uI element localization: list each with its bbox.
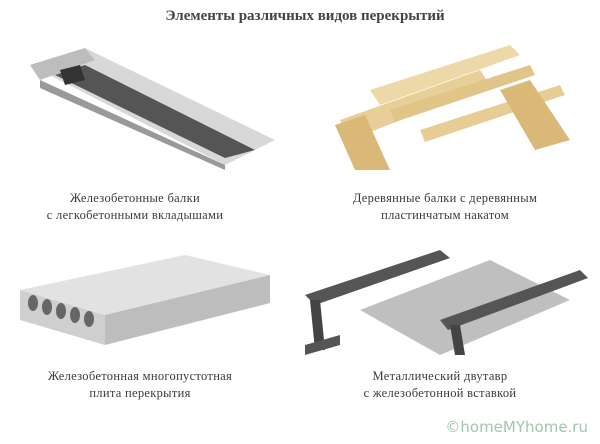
caption-line: Железобетонная многопустотная xyxy=(47,369,233,383)
caption-hollow-core-slab: Железобетонная многопустотная плита пере… xyxy=(5,368,275,402)
caption-line: с железобетонной вставкой xyxy=(363,386,517,400)
caption-line: Железобетонные балки xyxy=(70,191,200,205)
caption-line: с легкобетонными вкладышами xyxy=(46,208,224,222)
wooden-beams-illustration xyxy=(335,45,570,170)
caption-line: плита перекрытия xyxy=(89,386,191,400)
caption-line: Деревянные балки с деревянным xyxy=(352,191,538,205)
watermark: ©homeMYhome.ru xyxy=(445,418,588,436)
concrete-beams-illustration xyxy=(30,48,275,170)
caption-wooden-beams: Деревянные балки с деревянным пластинчат… xyxy=(300,190,590,224)
steel-ibeam-illustration xyxy=(305,250,588,355)
hollow-core-slab-illustration xyxy=(20,255,270,345)
caption-concrete-beams: Железобетонные балки с легкобетонными вк… xyxy=(10,190,260,224)
page-title: Элементы различных видов перекрытий xyxy=(165,8,445,24)
caption-line: пластинчатым накатом xyxy=(381,208,509,222)
caption-steel-ibeam: Металлический двутавр с железобетонной в… xyxy=(320,368,560,402)
caption-line: Металлический двутавр xyxy=(372,369,508,383)
